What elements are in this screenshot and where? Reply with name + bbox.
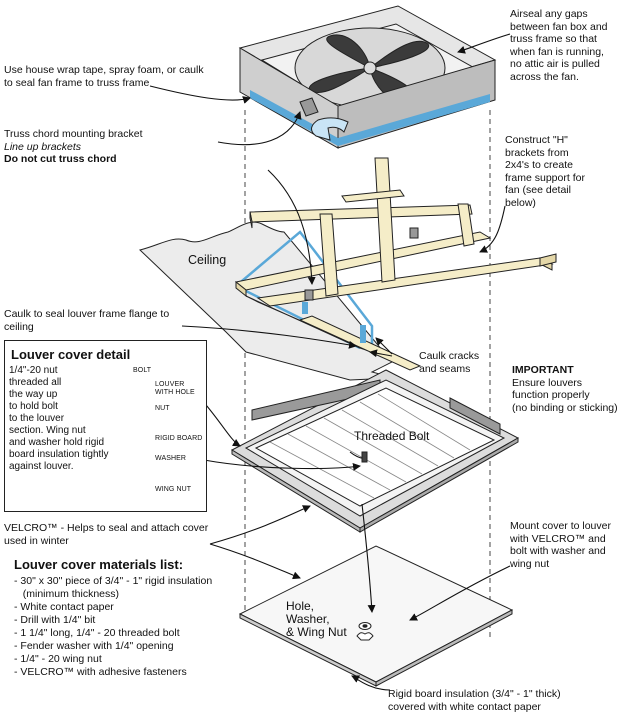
part-louver: LOUVER	[155, 381, 185, 388]
velcro-label: VELCRO™ - Helps to seal and attach cover…	[4, 522, 209, 547]
ceiling-label: Ceiling	[188, 253, 227, 267]
list-item: - 1 1/4" long, 1/4" - 20 threaded bolt	[14, 627, 180, 639]
house-wrap-label: Use house wrap tape, spray foam, or caul…	[4, 64, 204, 89]
truss-bracket-label: Truss chord mounting bracket Line up bra…	[4, 128, 143, 165]
materials-list: - 30" x 30" piece of 3/4" - 1" rigid ins…	[14, 575, 212, 679]
insulation-cover	[238, 545, 514, 687]
part-with-hole: WITH HOLE	[155, 389, 195, 396]
hole-washer-label: Hole,Washer,& Wing Nut	[286, 599, 347, 639]
h-brackets-label: Construct "H"brackets from 2x4's to crea…	[505, 134, 585, 209]
important-label: IMPORTANT Ensure louvers function proper…	[512, 364, 618, 414]
truss-h-frame	[234, 157, 557, 371]
detail-title: Louver cover detail	[11, 347, 131, 362]
rigid-board-label: Rigid board insulation (3/4" - 1" thick)…	[388, 688, 561, 713]
alignment-guides	[244, 110, 491, 640]
list-item: - 30" x 30" piece of 3/4" - 1" rigid ins…	[14, 575, 213, 587]
part-wing-nut: WING NUT	[155, 486, 192, 493]
part-rigid-board: RIGID BOARD	[155, 435, 203, 442]
part-bolt: BOLT	[133, 367, 152, 374]
materials-title: Louver cover materials list:	[14, 557, 184, 572]
list-item: - Drill with 1/4" bit	[14, 614, 96, 626]
list-item: (minimum thickness)	[14, 588, 120, 600]
list-item: - VELCRO™ with adhesive fasteners	[14, 666, 187, 678]
list-item: - 1/4" - 20 wing nut	[14, 653, 102, 665]
attic-fan-box	[238, 5, 497, 149]
list-item: - Fender washer with 1/4" opening	[14, 640, 174, 652]
leader-lines	[149, 33, 511, 691]
list-item: - White contact paper	[14, 601, 114, 613]
part-washer: WASHER	[155, 455, 187, 462]
louver-assembly	[230, 369, 520, 533]
part-nut: NUT	[155, 405, 170, 412]
threaded-bolt-label: Threaded Bolt	[354, 429, 430, 443]
